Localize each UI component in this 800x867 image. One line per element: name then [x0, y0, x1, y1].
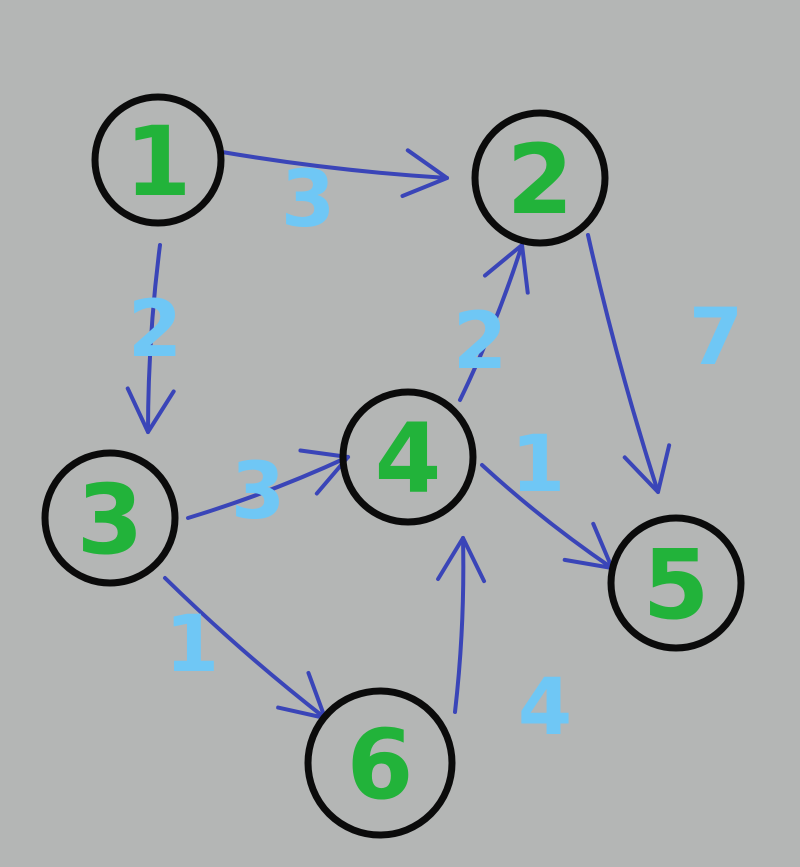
edges-layer [125, 148, 672, 720]
node-5: 5 [607, 514, 745, 652]
node-6: 6 [304, 687, 456, 839]
node-circle [91, 93, 225, 227]
arrow-head [298, 448, 350, 496]
edge-line [458, 243, 524, 402]
node-circle [304, 687, 456, 839]
edge-line [186, 455, 350, 520]
edge-line [586, 233, 660, 494]
node-1: 1 [91, 93, 225, 227]
node-4: 4 [339, 388, 477, 526]
edge-weight-6-4: 4 [518, 663, 572, 753]
node-label: 2 [507, 124, 574, 236]
node-circle [41, 449, 179, 587]
arrow-head [482, 243, 530, 295]
edge-1-3 [125, 243, 176, 434]
edge-1-2 [220, 148, 449, 199]
edge-6-4 [436, 536, 487, 714]
edge-line [220, 150, 449, 180]
edge-line [163, 576, 327, 720]
node-label: 6 [347, 709, 414, 821]
edge-3-4 [186, 448, 350, 520]
arrow-head [622, 443, 672, 494]
node-circle [607, 514, 745, 652]
arrow-head [125, 386, 176, 434]
node-2: 2 [471, 109, 609, 247]
node-circle [471, 109, 609, 247]
node-3: 3 [41, 449, 179, 587]
node-circle [339, 388, 477, 526]
arrow-head [400, 148, 449, 199]
edge-4-2 [458, 243, 530, 402]
node-label: 1 [125, 106, 192, 218]
edge-line [453, 536, 466, 714]
edge-line [480, 463, 614, 570]
edge-weight-3-4: 3 [231, 447, 285, 537]
edge-weight-3-6: 1 [165, 600, 219, 690]
edge-2-5 [586, 233, 672, 494]
edge-weight-4-2: 2 [453, 297, 507, 387]
edge-weight-4-5: 1 [511, 420, 565, 510]
node-label: 3 [77, 464, 144, 576]
edge-weight-1-2: 3 [281, 155, 335, 245]
edge-line [146, 243, 162, 434]
node-label: 4 [375, 403, 442, 515]
edge-weight-2-5: 7 [689, 293, 743, 383]
node-label: 5 [643, 529, 710, 641]
edge-weight-1-3: 2 [128, 285, 182, 375]
arrow-head [436, 536, 487, 584]
